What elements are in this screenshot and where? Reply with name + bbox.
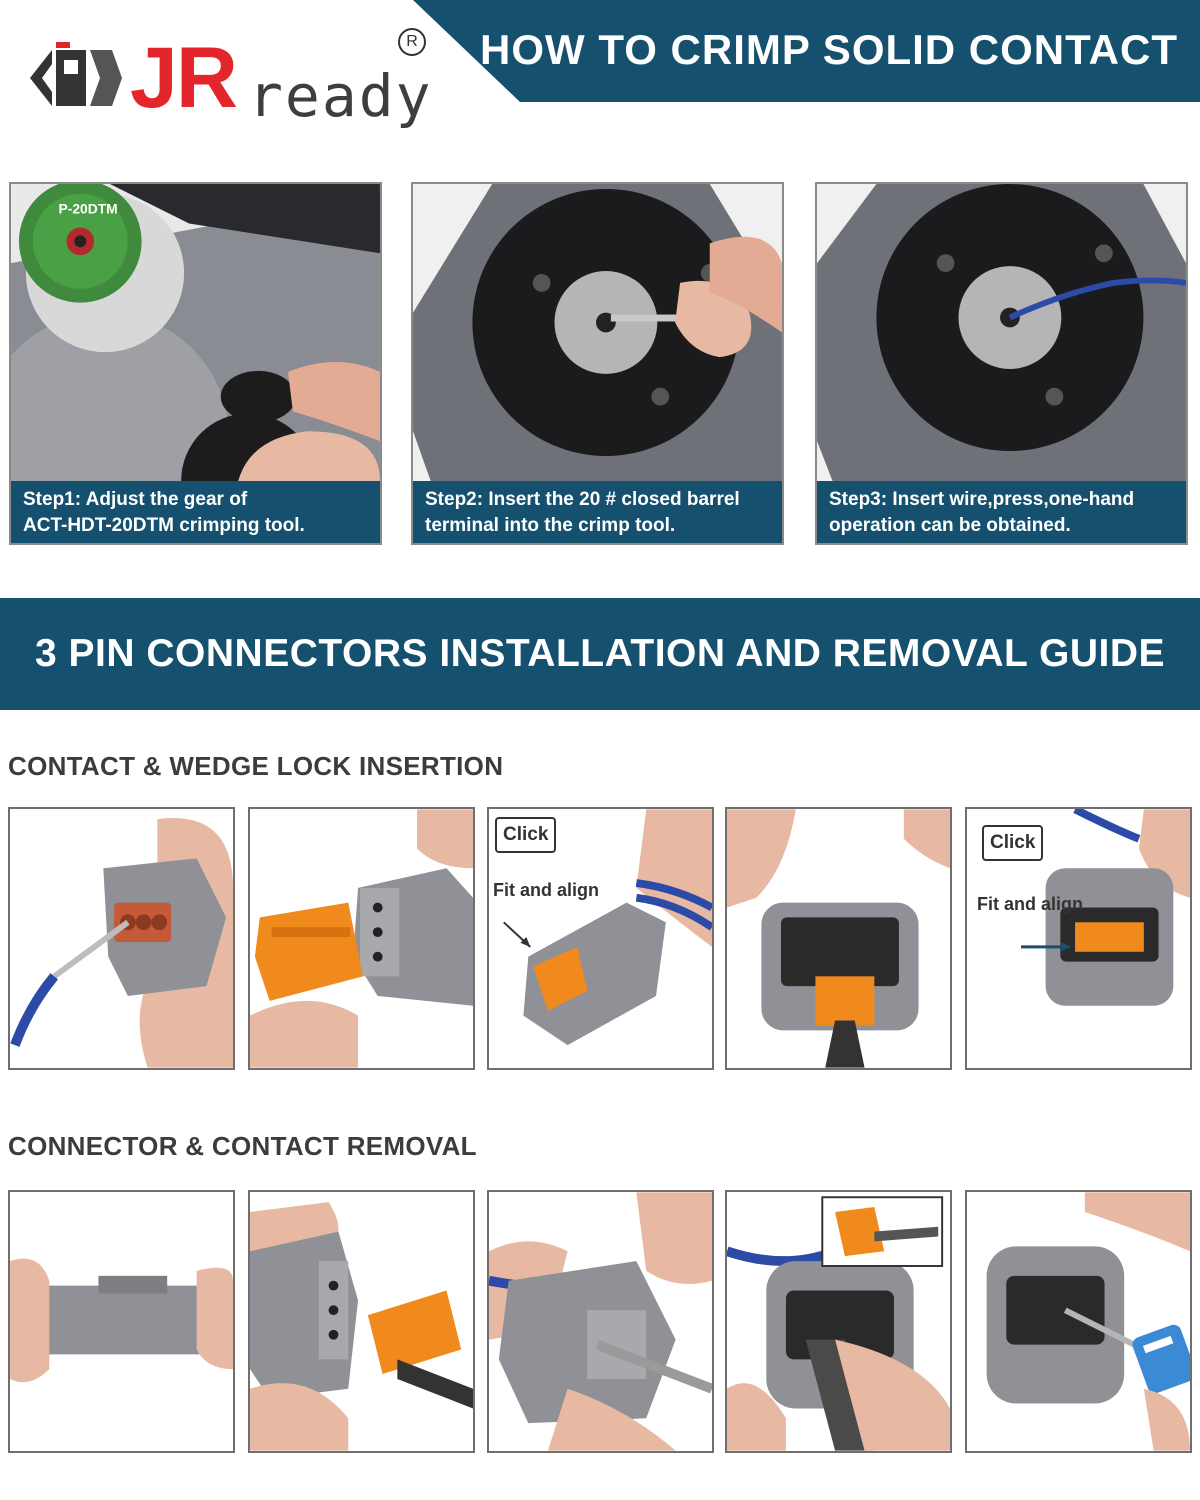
removal-photo-5 (965, 1190, 1192, 1453)
fit-align-label-1: Fit and align (493, 880, 599, 900)
step-3-caption-line2: operation can be obtained. (829, 515, 1071, 536)
removal-photo-2 (248, 1190, 475, 1453)
insertion-photo-1 (8, 807, 235, 1070)
click-label-1: Click (495, 817, 557, 853)
step-2-caption: Step2: Insert the 20 # closed barrel ter… (413, 481, 782, 543)
removal-photo-1 (8, 1190, 235, 1453)
fit-align-label-2: Fit and align (977, 894, 1083, 914)
insertion-photo-3: Click Fit and align (487, 807, 714, 1070)
step-2-panel: Step2: Insert the 20 # closed barrel ter… (411, 182, 784, 545)
brand-name: JR (130, 30, 238, 126)
removal-photo-3 (487, 1190, 714, 1453)
brand-mark-icon (30, 42, 122, 106)
step-3-panel: Step3: Insert wire,press,one-hand operat… (815, 182, 1188, 545)
click-label-2: Click (982, 825, 1044, 861)
insertion-section-title: CONTACT & WEDGE LOCK INSERTION (8, 751, 504, 781)
page-title: HOW TO CRIMP SOLID CONTACT (480, 26, 1178, 73)
header-banner (413, 0, 1200, 102)
step-2-caption-line1: Step2: Insert the 20 # closed barrel (425, 489, 740, 510)
insert-wire-photo (817, 184, 1186, 543)
step-1-caption-line1: Step1: Adjust the gear of (23, 489, 248, 510)
insertion-photo-5: Click Fit and align (965, 807, 1192, 1070)
guide-title: 3 PIN CONNECTORS INSTALLATION AND REMOVA… (35, 632, 1165, 675)
removal-photo-4 (725, 1190, 952, 1453)
removal-section-title: CONNECTOR & CONTACT REMOVAL (8, 1131, 477, 1161)
insertion-photo-4 (725, 807, 952, 1070)
brand-subname: ready (248, 62, 433, 130)
guide-banner: 3 PIN CONNECTORS INSTALLATION AND REMOVA… (0, 598, 1200, 710)
step-3-caption-line1: Step3: Insert wire,press,one-hand (829, 489, 1135, 510)
step-1-caption-line2: ACT-HDT-20DTM crimping tool. (23, 515, 305, 536)
brand-logo: JR ready R (30, 28, 431, 130)
tool-model-text: P-20DTM (59, 201, 118, 217)
step-3-caption: Step3: Insert wire,press,one-hand operat… (817, 481, 1186, 543)
registered-mark: R (398, 28, 426, 56)
step-1-caption: Step1: Adjust the gear of ACT-HDT-20DTM … (11, 481, 380, 543)
insertion-photo-2 (248, 807, 475, 1070)
step-1-panel: P-20DTM Step1: Adjust the gear of ACT-HD… (9, 182, 382, 545)
step-2-caption-line2: terminal into the crimp tool. (425, 515, 676, 536)
